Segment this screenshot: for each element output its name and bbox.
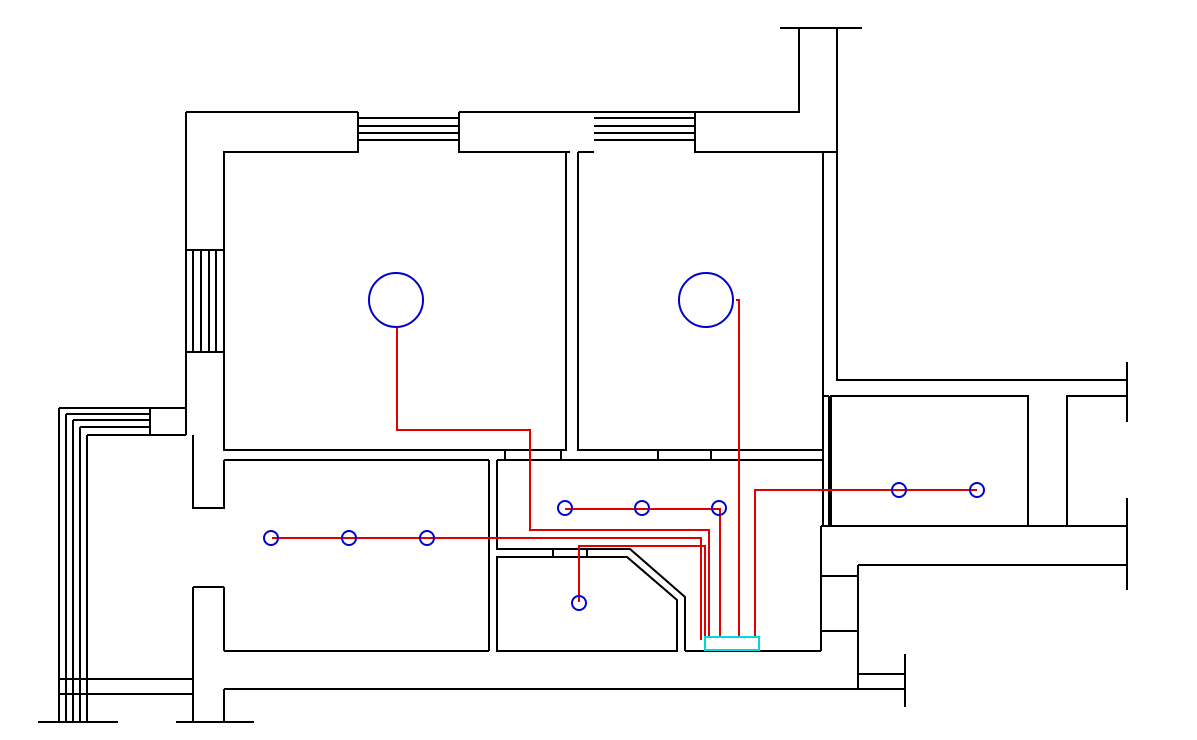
bottom-left-base (176, 689, 254, 723)
lamp-corridor-2 (341, 530, 357, 546)
wire-bathroom (578, 545, 706, 640)
top-wall-outer (186, 111, 837, 153)
lamps (263, 272, 985, 611)
wire-room-top-right (736, 299, 740, 640)
walls (38, 27, 1128, 723)
lamp-hall-1 (557, 500, 573, 516)
wire-east (754, 489, 977, 640)
wire-corridor-mid (565, 508, 721, 640)
wire-corridor-left (272, 537, 702, 640)
shaft-wall (695, 27, 862, 152)
window-left (192, 250, 217, 352)
balcony-rails (38, 407, 193, 723)
window-top-left (357, 112, 460, 152)
bathroom-outer (488, 460, 686, 651)
lamp-east-2 (969, 482, 985, 498)
bathroom-inner (496, 556, 678, 652)
bathroom-marks (552, 549, 588, 557)
lamp-corridor-3 (419, 530, 435, 546)
room-top-left (223, 152, 567, 451)
left-wall (150, 250, 225, 450)
distribution-panel (704, 636, 760, 651)
lamp-corridor-1 (263, 530, 279, 546)
right-wall (823, 152, 1127, 526)
room-east-far (1066, 395, 1127, 527)
room-east (830, 395, 1029, 527)
left-pier (192, 435, 225, 722)
lamp-large-top-right (678, 272, 734, 328)
lamp-bathroom (571, 595, 587, 611)
lamp-east-1 (891, 482, 907, 498)
window-top-right (594, 117, 695, 141)
room-top-right (577, 152, 824, 451)
partition-top (565, 152, 579, 450)
lamp-hall-3 (711, 500, 727, 516)
wiring (272, 299, 977, 640)
distribution-panel-box (704, 636, 760, 651)
wire-room-top-left (396, 327, 710, 640)
lamp-hall-2 (634, 500, 650, 516)
lamp-large-top-left (368, 272, 424, 328)
partition-marks (504, 450, 712, 460)
